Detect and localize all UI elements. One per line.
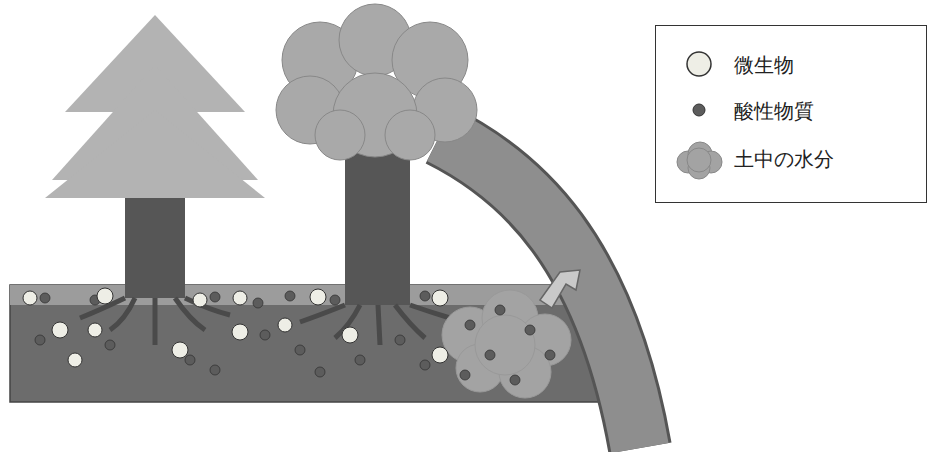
broadleaf-crown [276,4,477,160]
acid-substance [35,291,555,385]
legend-text: 土中の水分 [734,146,834,173]
river-edge [440,135,640,448]
microbe [23,288,448,367]
legend-box: 微生物酸性物質土中の水分 [655,25,927,203]
legend-entry: 微生物 [656,44,926,88]
conifer-trunk [125,198,185,298]
legend-text: 微生物 [734,52,794,79]
broadleaf-trunk [345,140,410,305]
outflow-arrow [540,270,580,308]
legend-swatch [674,138,724,182]
legend-text: 酸性物質 [734,98,814,125]
legend-swatch [674,90,724,134]
river [440,135,640,448]
roots [300,305,450,345]
roots [80,298,230,345]
conifer-crown [45,110,265,198]
legend-entry: 土中の水分 [656,138,926,182]
legend-entry: 酸性物質 [656,90,926,134]
legend-swatch [674,44,724,88]
